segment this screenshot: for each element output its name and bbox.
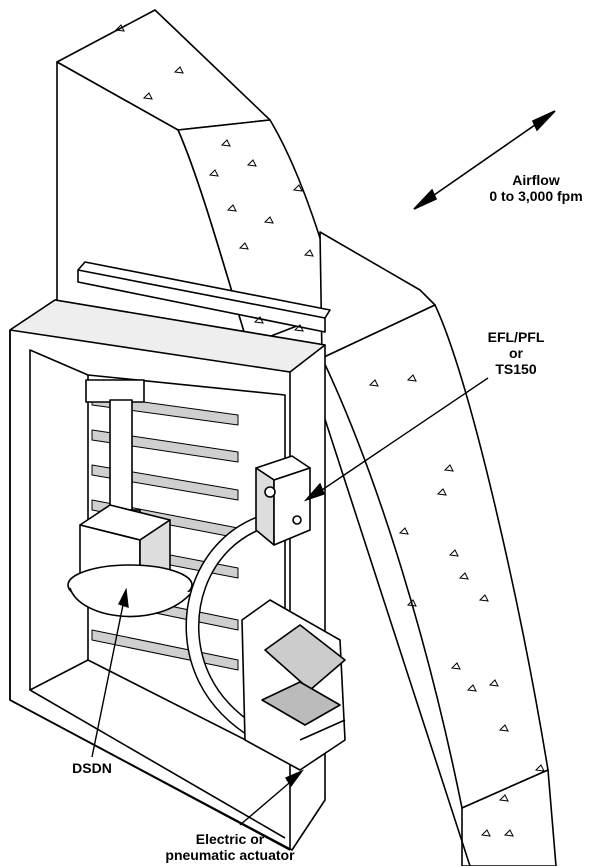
duct-detector [67,379,193,618]
sensor-label-line3: TS150 [495,361,537,377]
sensor-label: EFL/PFL or TS150 [476,329,556,377]
top-angle [77,261,331,333]
sensor-label-line1: EFL/PFL [487,329,545,345]
actuator-label-line2: pneumatic actuator [165,847,295,863]
detector-label: DSDN [72,760,112,776]
sensor-box [255,455,311,546]
airflow-label-line1: Airflow [512,172,560,188]
leader-lines [91,377,489,826]
actuator-label-line1: Electric or [195,831,265,847]
lower-wall [319,231,557,866]
actuator [241,599,346,771]
airflow-arrow [413,110,556,210]
actuator-label: Electric or pneumatic actuator [150,831,310,863]
airflow-label-line2: 0 to 3,000 fpm [489,188,583,204]
sensor-label-line2: or [509,345,523,361]
airflow-label: Airflow 0 to 3,000 fpm [480,172,592,204]
concrete-texture [114,24,545,837]
